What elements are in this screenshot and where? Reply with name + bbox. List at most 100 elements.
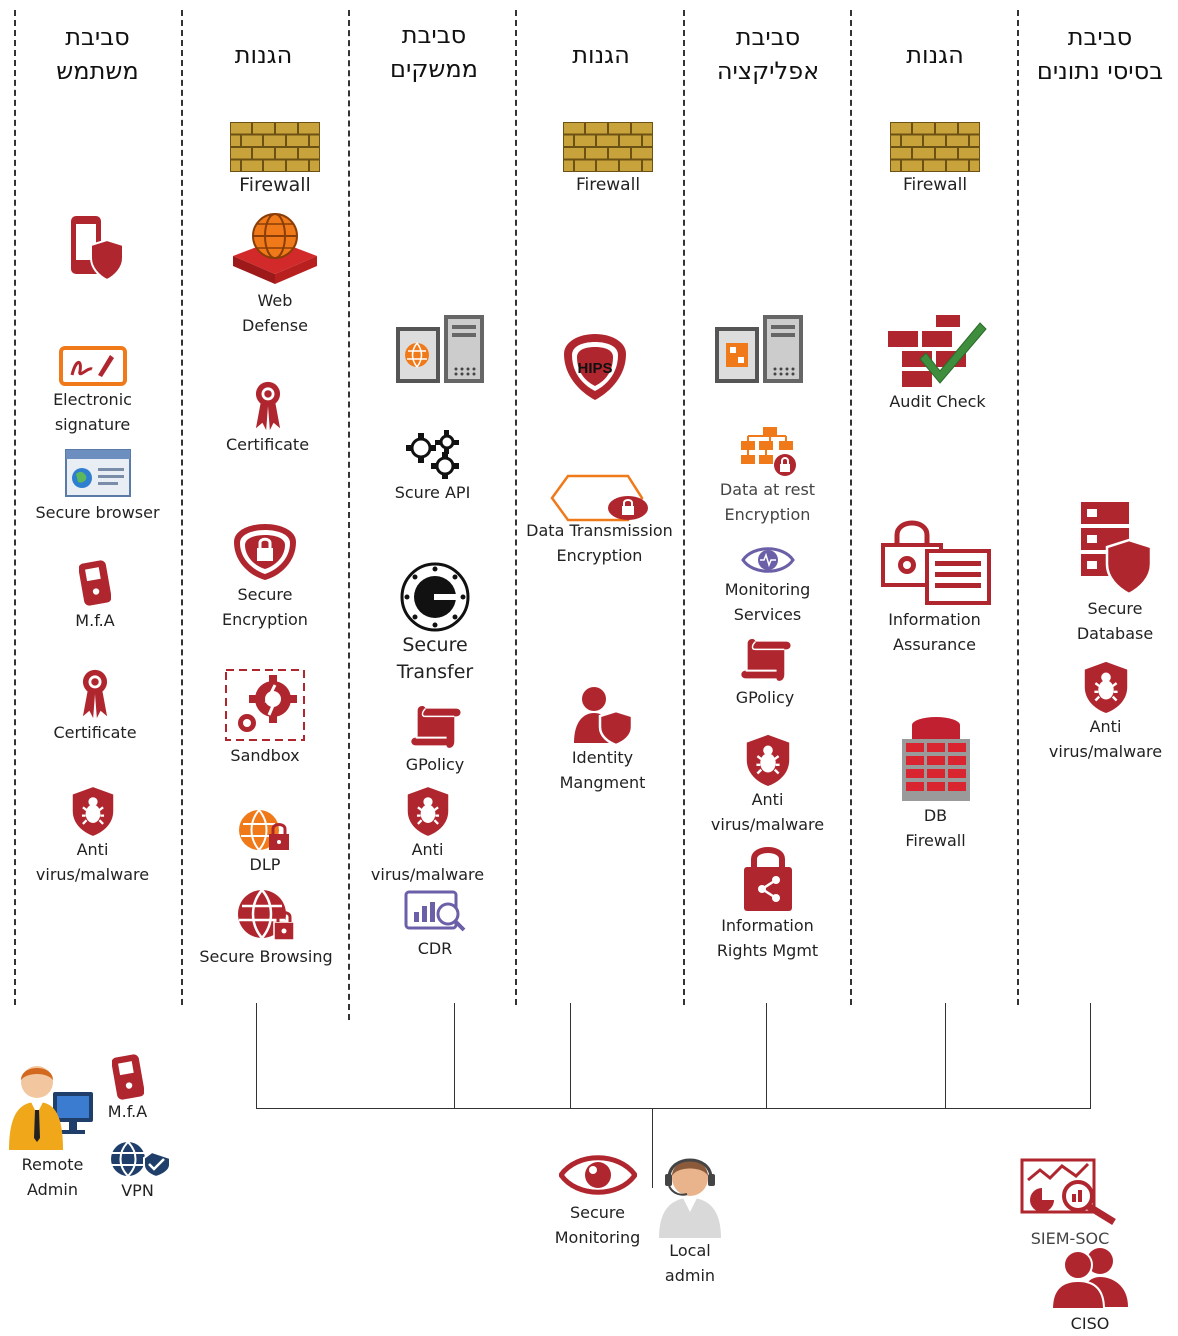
shield-bug-icon <box>1081 660 1131 714</box>
globe-lock-icon <box>238 889 295 941</box>
data-at-rest-label: Data at rest Encryption <box>719 480 816 524</box>
divider <box>850 10 852 1005</box>
database-firewall-icon <box>901 717 970 801</box>
remote-admin-label: Remote Admin <box>21 1155 84 1199</box>
shield-lock-icon <box>234 524 296 580</box>
vpn-item: VPN <box>100 1140 175 1203</box>
secure-database-label: Secure Database <box>1076 599 1154 643</box>
mfa-item: M.f.A <box>60 558 130 633</box>
siem-soc-label: SIEM-SOC <box>1030 1229 1110 1248</box>
mobile-shield-item <box>60 212 130 284</box>
header-application-environment: סביבת אפליקציה <box>716 23 820 85</box>
eye-icon <box>740 547 795 573</box>
gpolicy-label: GPolicy <box>735 688 795 707</box>
data-at-rest-item: Data at rest Encryption <box>705 425 830 527</box>
antivirus-item: Anti virus/malware <box>360 785 495 887</box>
connector-line <box>454 1003 455 1109</box>
mfa-token-icon <box>79 558 111 608</box>
browser-window-icon <box>64 449 131 497</box>
divider <box>14 10 16 1005</box>
identity-label: Identity Mangment <box>559 748 646 792</box>
certificate-item: Certificate <box>40 668 150 745</box>
shield-bug-icon <box>70 785 116 837</box>
cdr-item: CDR <box>395 890 475 961</box>
secure-database-item: Secure Database <box>1055 500 1175 646</box>
antivirus-item: Anti virus/malware <box>25 785 160 887</box>
dial-knob-icon <box>400 562 470 632</box>
header-defenses-2: הגנות <box>572 41 630 69</box>
dlp-item: DLP <box>225 808 305 877</box>
hexagon-lock-icon <box>549 474 648 522</box>
server-globe-item <box>393 315 488 385</box>
cdr-monitor-icon <box>404 890 466 932</box>
globe-firewall-icon <box>233 213 317 284</box>
lock-document-icon <box>880 520 991 605</box>
irm-item: Information Rights Mgmt <box>700 845 835 963</box>
users-icon <box>1050 1248 1128 1310</box>
gpolicy-item: GPolicy <box>720 635 810 710</box>
shield-bug-icon <box>743 733 793 787</box>
lock-share-icon <box>743 847 792 911</box>
irm-label: Information Rights Mgmt <box>716 916 819 960</box>
scure-api-label: Scure API <box>394 483 471 502</box>
connector-line <box>652 1108 653 1188</box>
certificate-label: Certificate <box>53 723 137 742</box>
secure-transfer-item: Secure Transfer <box>380 562 490 686</box>
secure-encryption-item: Secure Encryption <box>205 522 325 632</box>
db-firewall-label: DB Firewall <box>905 806 966 850</box>
mfa-label: M.f.A <box>107 1102 148 1121</box>
policy-scroll-icon <box>738 635 792 685</box>
divider <box>181 10 183 1005</box>
web-defense-item: Web Defense <box>215 210 335 338</box>
connector-bus-line <box>256 1108 1091 1109</box>
signature-pen-icon <box>58 346 127 386</box>
firewall-item: Firewall <box>880 122 990 198</box>
monitoring-services-item: Monitoring Services <box>705 543 830 627</box>
information-assurance-item: Information Assurance <box>872 515 997 657</box>
certificate-ribbon-icon <box>79 668 111 720</box>
hips-text: HIPS <box>577 360 612 377</box>
server-globe-icon <box>395 315 487 385</box>
firewall-item: Firewall <box>553 122 663 198</box>
mfa-token-icon <box>112 1053 144 1101</box>
secure-transfer-label: Secure Transfer <box>396 634 474 683</box>
server-app-icon <box>714 315 806 385</box>
information-assurance-label: Information Assurance <box>888 610 981 654</box>
ciso-label: CISO <box>1070 1314 1110 1333</box>
divider <box>348 10 350 1020</box>
admin-workstation-icon <box>8 1066 93 1150</box>
antivirus-item: Anti virus/malware <box>700 733 835 837</box>
secure-browser-item: Secure browser <box>25 448 170 525</box>
policy-scroll-icon <box>408 702 462 752</box>
firewall-icon <box>563 122 653 172</box>
db-firewall-item: DB Firewall <box>888 715 983 853</box>
web-defense-label: Web Defense <box>242 291 308 335</box>
ciso-item: CISO <box>1040 1245 1140 1336</box>
data-transmission-item: Data Transmission Encryption <box>517 472 682 568</box>
globe-lock-icon <box>239 809 289 851</box>
connector-line <box>570 1003 571 1109</box>
mfa-item: M.f.A <box>100 1053 155 1124</box>
audit-check-item: Audit Check <box>875 315 1000 414</box>
sandbox-gears-icon <box>225 669 305 741</box>
headset-operator-icon <box>659 1158 721 1238</box>
audit-check-label: Audit Check <box>889 392 986 411</box>
header-database-environment: סביבת בסיסי נתונים <box>1036 23 1164 85</box>
firewall-label: Firewall <box>239 174 311 196</box>
antivirus-item: Anti virus/malware <box>1038 660 1173 764</box>
remote-admin-item: Remote Admin <box>5 1058 100 1202</box>
antivirus-label: Anti virus/malware <box>35 840 150 884</box>
divider <box>515 10 517 1005</box>
user-shield-icon <box>573 687 633 745</box>
secure-browsing-label: Secure Browsing <box>199 947 333 966</box>
eye-icon <box>558 1155 637 1195</box>
connector-line <box>945 1003 946 1109</box>
electronic-signature-label: Electronic signature <box>53 390 132 434</box>
header-defenses-3: הגנות <box>906 41 964 69</box>
antivirus-label: Anti virus/malware <box>370 840 485 884</box>
sandbox-label: Sandbox <box>230 746 300 765</box>
header-user-environment: סביבת משתמש <box>56 23 139 85</box>
electronic-signature-item: Electronic signature <box>30 345 155 437</box>
server-shield-icon <box>1081 502 1153 596</box>
firewall-label: Firewall <box>902 175 968 195</box>
